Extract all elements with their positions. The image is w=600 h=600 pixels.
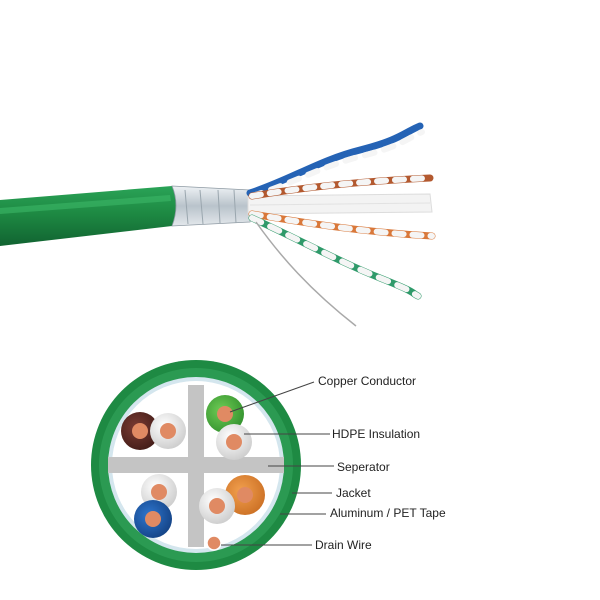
callout-lines xyxy=(221,381,334,546)
label-separator: Seperator xyxy=(337,460,390,474)
twisted-pair-brown xyxy=(248,174,434,200)
cross-section xyxy=(91,360,301,570)
twisted-pair-blue xyxy=(246,122,425,199)
cross-section-separator-v xyxy=(188,385,204,547)
cable-jacket-body xyxy=(0,186,176,246)
cable-jacket-highlight xyxy=(0,195,171,214)
label-hdpe-insulation: HDPE Insulation xyxy=(332,427,421,441)
drain-wire-strand xyxy=(255,221,357,327)
twisted-pair-green xyxy=(248,214,422,300)
cross-section-pair-orange xyxy=(199,475,265,524)
label-jacket: Jacket xyxy=(336,486,371,500)
cable-foil-shield xyxy=(171,185,254,227)
twisted-pair-orange xyxy=(248,210,436,240)
cross-section-pair-blue xyxy=(134,474,177,538)
label-aluminum-pet-tape: Aluminum / PET Tape xyxy=(330,506,446,520)
label-drain-wire: Drain Wire xyxy=(315,538,372,552)
cross-section-drain-wire xyxy=(206,535,222,551)
cross-section-pair-brown xyxy=(121,412,186,450)
callout-line-copper xyxy=(229,381,315,413)
cable-photo xyxy=(0,122,436,327)
label-copper-conductor: Copper Conductor xyxy=(318,374,417,388)
cross-section-pair-green xyxy=(206,395,252,460)
